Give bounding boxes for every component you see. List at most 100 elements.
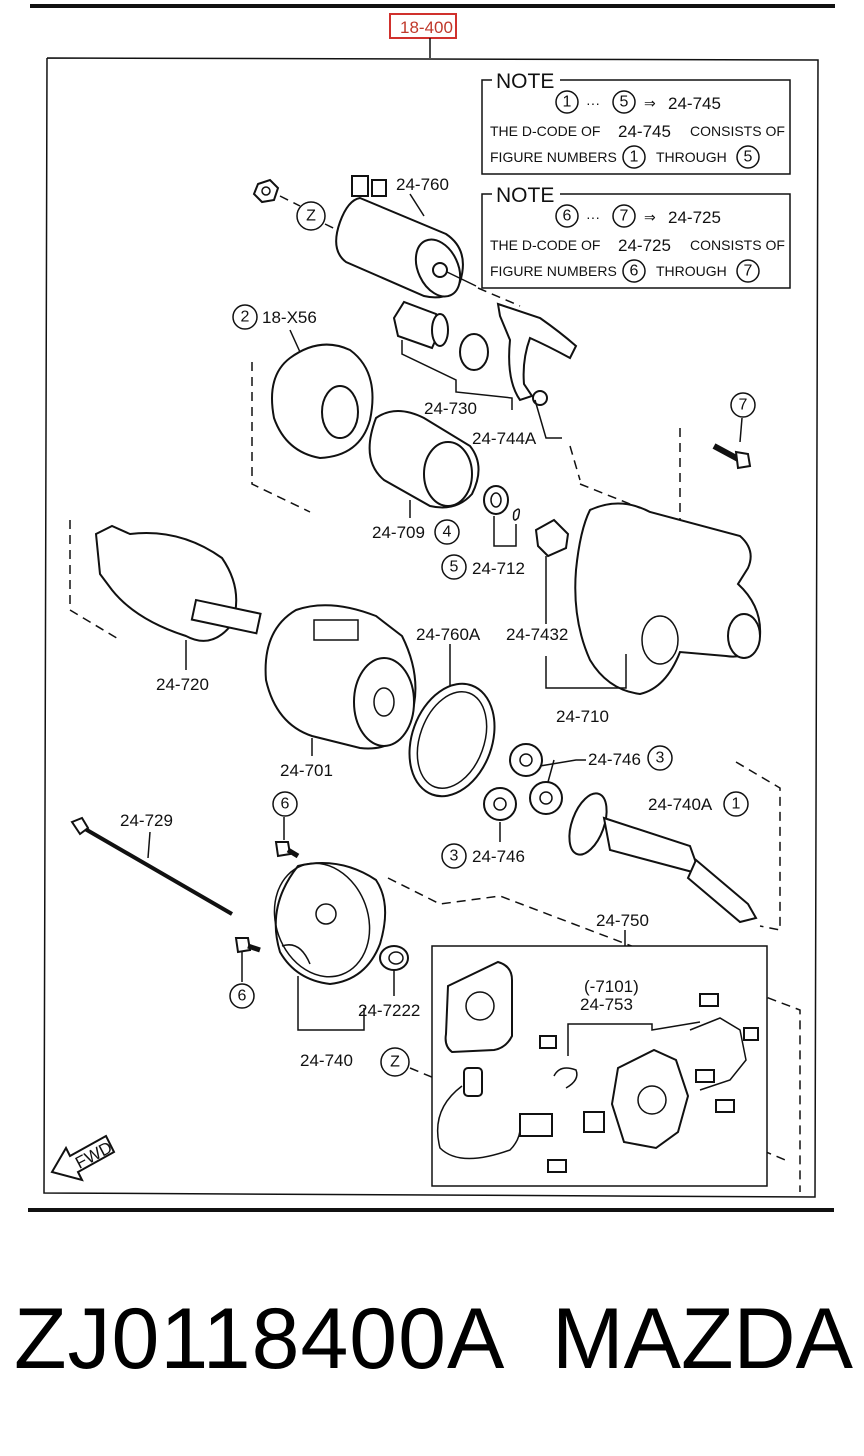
callout-3-b[interactable] (441, 843, 467, 869)
label-24-712: 24-712 (472, 559, 525, 578)
brand-name: MAZDA (552, 1291, 853, 1387)
svg-text:CONSISTS OF: CONSISTS OF (690, 237, 785, 253)
label-24-740a: 24-740A (648, 795, 713, 814)
part-number: ZJ0118400A (14, 1291, 506, 1387)
top-rule (30, 4, 835, 8)
note-title: NOTE (496, 70, 554, 93)
svg-text:24-725: 24-725 (668, 208, 721, 227)
svg-text:7: 7 (620, 208, 629, 225)
label-24-760a: 24-760A (416, 625, 481, 644)
label-24-710: 24-710 (556, 707, 609, 726)
svg-text:7: 7 (739, 397, 748, 414)
label-7101: (-7101) (584, 977, 639, 996)
svg-text:Z: Z (390, 1054, 400, 1071)
svg-text:5: 5 (450, 559, 459, 576)
callout-2[interactable] (232, 304, 258, 330)
solenoid-24-760[interactable] (335, 175, 477, 304)
svg-text:⇒: ⇒ (644, 95, 656, 111)
note-box-1: NOTE 1 ··· 5 ⇒ 24-745 THE D-CODE OF 24-7… (481, 70, 791, 175)
label-24-740: 24-740 (300, 1051, 353, 1070)
svg-text:···: ··· (586, 95, 600, 111)
svg-text:THROUGH: THROUGH (656, 263, 727, 279)
svg-text:3: 3 (656, 750, 665, 767)
front-housing-24-710[interactable] (574, 502, 762, 696)
svg-text:···: ··· (586, 209, 600, 225)
bushing-24-7222[interactable] (379, 945, 409, 971)
svg-text:6: 6 (281, 796, 290, 813)
planet-gear-3[interactable] (483, 787, 517, 821)
svg-text:24-745: 24-745 (668, 94, 721, 113)
callout-7[interactable] (730, 392, 756, 418)
label-24-730: 24-730 (424, 399, 477, 418)
callout-5[interactable] (441, 554, 467, 580)
label-24-746-b: 24-746 (472, 847, 525, 866)
callout-z-2[interactable] (380, 1047, 410, 1077)
plunger-24-730[interactable] (392, 300, 489, 371)
callout-1[interactable] (723, 791, 749, 817)
svg-text:CONSISTS OF: CONSISTS OF (690, 123, 785, 139)
stop-ring-24-712[interactable] (483, 485, 521, 521)
label-24-720: 24-720 (156, 675, 209, 694)
label-24-753: 24-753 (580, 995, 633, 1014)
callout-6-b[interactable] (229, 983, 255, 1009)
callout-4[interactable] (434, 519, 460, 545)
svg-text:7: 7 (744, 263, 753, 280)
svg-text:Z: Z (306, 208, 316, 225)
insulator-plate[interactable] (444, 960, 513, 1054)
bottom-rule (28, 1208, 834, 1212)
label-24-760: 24-760 (396, 175, 449, 194)
note-box-2: NOTE 6 ··· 7 ⇒ 24-725 THE D-CODE OF 24-7… (481, 184, 791, 289)
svg-text:⇒: ⇒ (644, 209, 656, 225)
planet-gear-1[interactable] (509, 743, 543, 777)
bolt-7[interactable] (712, 443, 752, 470)
svg-text:4: 4 (443, 524, 452, 541)
lever-24-744a[interactable] (496, 302, 578, 406)
housing-18-x56[interactable] (271, 343, 374, 460)
label-24-750: 24-750 (596, 911, 649, 930)
label-24-7222: 24-7222 (358, 1001, 420, 1020)
brush-assembly[interactable] (436, 1017, 747, 1160)
svg-text:THROUGH: THROUGH (656, 149, 727, 165)
screw-6-b[interactable] (234, 937, 261, 954)
label-24-709: 24-709 (372, 523, 425, 542)
svg-text:FIGURE NUMBERS: FIGURE NUMBERS (490, 263, 617, 279)
svg-text:1: 1 (732, 796, 741, 813)
yoke-24-701[interactable] (264, 604, 417, 750)
label-24-744a: 24-744A (472, 429, 537, 448)
label-24-746-a: 24-746 (588, 750, 641, 769)
svg-text:5: 5 (744, 149, 753, 166)
label-24-701: 24-701 (280, 761, 333, 780)
label-24-729: 24-729 (120, 811, 173, 830)
callout-6-a[interactable] (272, 791, 298, 817)
screw-6-a[interactable] (274, 841, 300, 859)
planet-gear-2[interactable] (529, 781, 563, 815)
ref-code-box[interactable]: 18-400 (389, 13, 457, 39)
diagram-frame (43, 57, 819, 1198)
clutch-24-709[interactable] (368, 410, 480, 509)
armature-24-720[interactable] (94, 524, 262, 642)
svg-text:24-725: 24-725 (618, 236, 671, 255)
label-18-x56: 18-X56 (262, 308, 317, 327)
nut-part[interactable] (252, 178, 280, 204)
ring-gear-24-760a[interactable] (395, 672, 510, 808)
callout-3-a[interactable] (647, 745, 673, 771)
svg-text:6: 6 (630, 263, 639, 280)
svg-text:6: 6 (563, 208, 572, 225)
callout-z-1[interactable] (296, 201, 326, 231)
svg-text:1: 1 (630, 149, 639, 166)
fwd-arrow: FWD (50, 1134, 115, 1182)
shaft-24-740a[interactable] (562, 788, 758, 924)
svg-text:NOTE: NOTE (496, 184, 554, 207)
end-cover-24-740[interactable] (259, 850, 387, 990)
svg-text:2: 2 (241, 309, 250, 326)
spring-parts (539, 993, 759, 1173)
svg-text:1: 1 (563, 94, 572, 111)
bushing-24-7432[interactable] (534, 518, 570, 558)
svg-text:FIGURE NUMBERS: FIGURE NUMBERS (490, 149, 617, 165)
ref-code-text: 18-400 (400, 18, 453, 37)
svg-text:THE D-CODE OF: THE D-CODE OF (490, 123, 600, 139)
label-24-7432: 24-7432 (506, 625, 568, 644)
svg-text:24-745: 24-745 (618, 122, 671, 141)
through-bolt-24-729[interactable] (70, 816, 234, 916)
